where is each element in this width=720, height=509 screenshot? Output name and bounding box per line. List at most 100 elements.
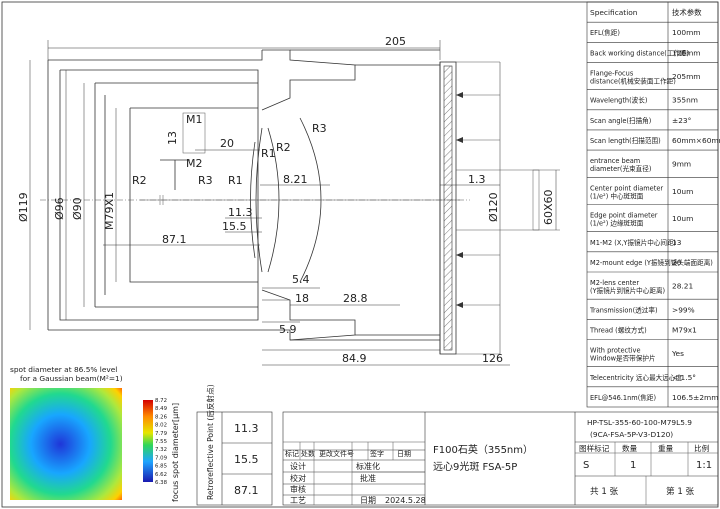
- spot-caption-line1: spot diameter at 86.5% level: [10, 365, 117, 374]
- tb-role-process: 工艺: [290, 496, 306, 505]
- spec-row-label: Thread (螺纹方式): [589, 325, 647, 334]
- tb-sheet-total: 共 1 张: [590, 486, 619, 497]
- tb-part-name-1: F100石英（355nm）: [433, 443, 533, 456]
- tb-part-no-2: (9CA-FSA-5P-V3-D120): [590, 430, 673, 439]
- dim-15-5: 15.5: [222, 220, 247, 233]
- tb-col-mark: 图样标记: [579, 443, 610, 453]
- colorbar-tick-label: 8.49: [155, 406, 168, 412]
- spec-row-value: 28.21: [672, 282, 693, 291]
- tb-col-scale: 比例: [694, 443, 710, 453]
- spec-row-value: 106.5±2mm: [672, 393, 718, 402]
- colorbar-tick-label: 8.26: [155, 414, 168, 420]
- dim-d119: Ø119: [17, 192, 30, 222]
- retro-value-1: 11.3: [234, 422, 259, 435]
- dim-scan-60x60: 60X60: [542, 189, 555, 225]
- spec-row-label: Telecentricity 远心最大远心度: [589, 373, 682, 382]
- dim-11-3: 11.3: [228, 206, 253, 219]
- spot-axis-label: focus spot diameter[μm]: [171, 403, 180, 502]
- label-r1-lens1: R1: [261, 147, 276, 160]
- spot-diameter-plot: spot diameter at 86.5% level for a Gauss…: [10, 365, 180, 502]
- label-m2: M2: [186, 157, 203, 170]
- label-r2-lens1: R2: [276, 141, 291, 154]
- tb-val-mark: S: [583, 460, 589, 471]
- spec-row-label: M2-lens center(Y振镜片到镜片中心距离): [590, 279, 665, 295]
- tb-part-name-2: 远心9光斑 FSA-5P: [433, 460, 517, 473]
- dim-1-3: 1.3: [468, 173, 486, 186]
- spec-row-label: Center point diameter(1/e²) 中心斑斑面: [590, 184, 663, 200]
- spec-row-label: EFL(焦距): [590, 28, 620, 37]
- retro-value-3: 87.1: [234, 484, 259, 497]
- spec-row-value: 100mm: [672, 28, 701, 37]
- spec-row-label: Scan angle(扫描角): [590, 116, 651, 125]
- spec-row-value: 13: [672, 238, 682, 247]
- dim-d120: Ø120: [487, 192, 500, 222]
- dim-5-4: 5.4: [292, 273, 310, 286]
- spec-row-value: M79x1: [672, 325, 697, 334]
- spec-row-value: 9mm: [672, 160, 691, 169]
- spec-row-value: 10um: [672, 187, 693, 196]
- tb-val-scale: 1:1: [696, 460, 712, 471]
- lens-section-view: [29, 40, 560, 366]
- spec-header-value: 技术参数: [672, 8, 702, 17]
- spec-row-label: Scan length(扫描范围): [590, 136, 661, 145]
- tb-sheet-no: 第 1 张: [666, 485, 695, 497]
- dim-5-9: 5.9: [279, 323, 297, 336]
- spec-row-label: Wavelength(波长): [590, 96, 647, 105]
- dim-84-9: 84.9: [342, 352, 367, 365]
- dim-13: 13: [166, 131, 179, 145]
- spot-heatmap: [10, 388, 122, 500]
- label-r3-lens3: R3: [198, 174, 213, 187]
- tb-header-count: 处数: [301, 449, 315, 458]
- label-m1: M1: [186, 113, 203, 126]
- dim-thread: M79X1: [103, 192, 116, 230]
- tb-header-sign: 签字: [370, 449, 384, 458]
- tb-part-no-1: HP-TSL-355-60-100-M79L5.9: [587, 418, 692, 427]
- dim-87-1: 87.1: [162, 233, 187, 246]
- tb-val-qty: 1: [630, 460, 636, 471]
- dim-18: 18: [295, 292, 309, 305]
- tb-col-weight: 重量: [658, 444, 674, 453]
- spec-row-value: 10um: [672, 214, 693, 223]
- tb-header-date: 日期: [397, 450, 411, 458]
- tb-role-check: 校对: [290, 473, 306, 483]
- tb-role-design: 设计: [290, 461, 306, 471]
- tb-date-label: 日期: [360, 496, 376, 505]
- dim-28-8: 28.8: [343, 292, 368, 305]
- spot-colorbar: [143, 400, 153, 482]
- dim-8-21: 8.21: [283, 173, 308, 186]
- spec-row-value: < 1.5°: [672, 373, 696, 382]
- spec-row-value: 60mm×60mm: [672, 136, 720, 145]
- spec-row-label: Edge point diameter(1/e²) 边缘斑斑面: [590, 212, 658, 228]
- colorbar-tick-label: 7.32: [155, 447, 167, 453]
- colorbar-tick-label: 8.02: [155, 423, 167, 429]
- colorbar-tick-label: 6.38: [155, 480, 168, 486]
- spec-row-label: M2-mount edge (Y振镜到镜头端面距离): [590, 258, 713, 267]
- tb-date-value: 2024.5.28: [385, 496, 426, 505]
- retro-value-2: 15.5: [234, 453, 259, 466]
- spec-row-label: EFL@546.1nm(焦距): [590, 393, 656, 402]
- spec-header-label: Specification: [590, 8, 638, 17]
- spec-row-value: 126mm: [672, 48, 701, 57]
- colorbar-tick-label: 7.09: [155, 455, 168, 461]
- tb-standard: 标准化: [356, 461, 380, 471]
- dim-overall-205: 205: [385, 35, 406, 48]
- dim-20: 20: [220, 137, 234, 150]
- spec-row-label: M1-M2 (X,Y振镜片中心间距): [590, 238, 676, 247]
- colorbar-tick-label: 6.85: [155, 464, 167, 470]
- colorbar-tick-label: 6.62: [155, 472, 167, 478]
- spec-row-value: 20: [672, 258, 682, 267]
- dim-d90: Ø90: [71, 197, 84, 220]
- tb-role-review: 审核: [290, 484, 306, 494]
- colorbar-tick-label: 8.72: [155, 398, 167, 404]
- colorbar-tick-label: 7.55: [155, 439, 167, 445]
- title-block: 标记 处数 更改文件号 签字 日期 设计 校对 审核 工艺 标准化 批准 日期 …: [282, 411, 719, 506]
- spot-caption-line2: for a Gaussian beam(M²=1): [20, 374, 123, 383]
- spec-row-value: ±23°: [672, 116, 691, 125]
- mirror-m1-box: [182, 112, 206, 154]
- spec-row-value: Yes: [671, 349, 684, 358]
